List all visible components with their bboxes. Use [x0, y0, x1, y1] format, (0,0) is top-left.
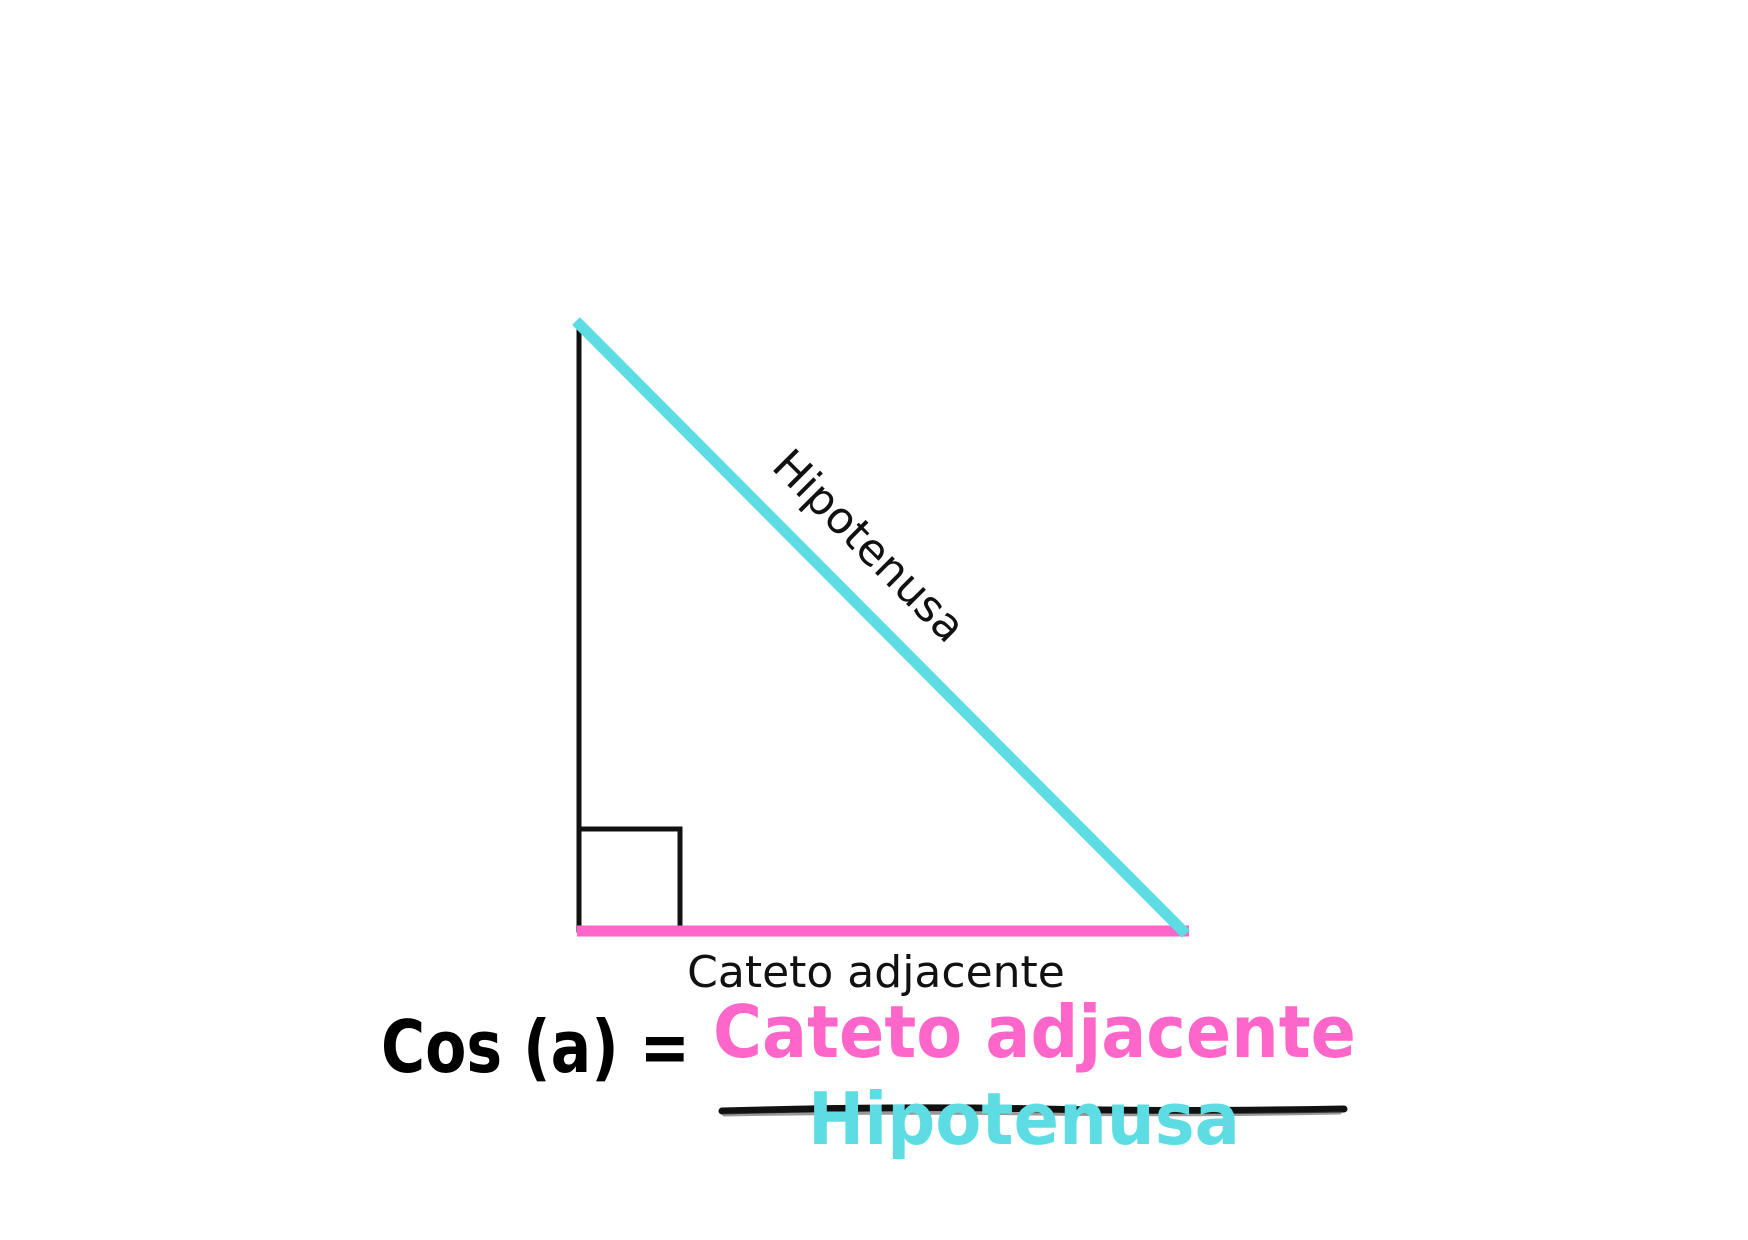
cosine-formula: Cos (a) = Cateto adjacente Hipotenusa	[381, 990, 1356, 1161]
adjacent-label: Cateto adjacente	[687, 947, 1065, 998]
fraction-bar-shadow	[722, 1111, 1342, 1117]
fraction-bar	[718, 1104, 1348, 1115]
hypotenuse-side	[572, 317, 1190, 938]
formula-lhs: Cos (a) =	[381, 1005, 690, 1089]
right-triangle	[572, 317, 1190, 938]
formula-denominator: Hipotenusa	[808, 1077, 1240, 1161]
formula-numerator: Cateto adjacente	[713, 990, 1356, 1074]
right-angle-marker	[576, 826, 683, 933]
